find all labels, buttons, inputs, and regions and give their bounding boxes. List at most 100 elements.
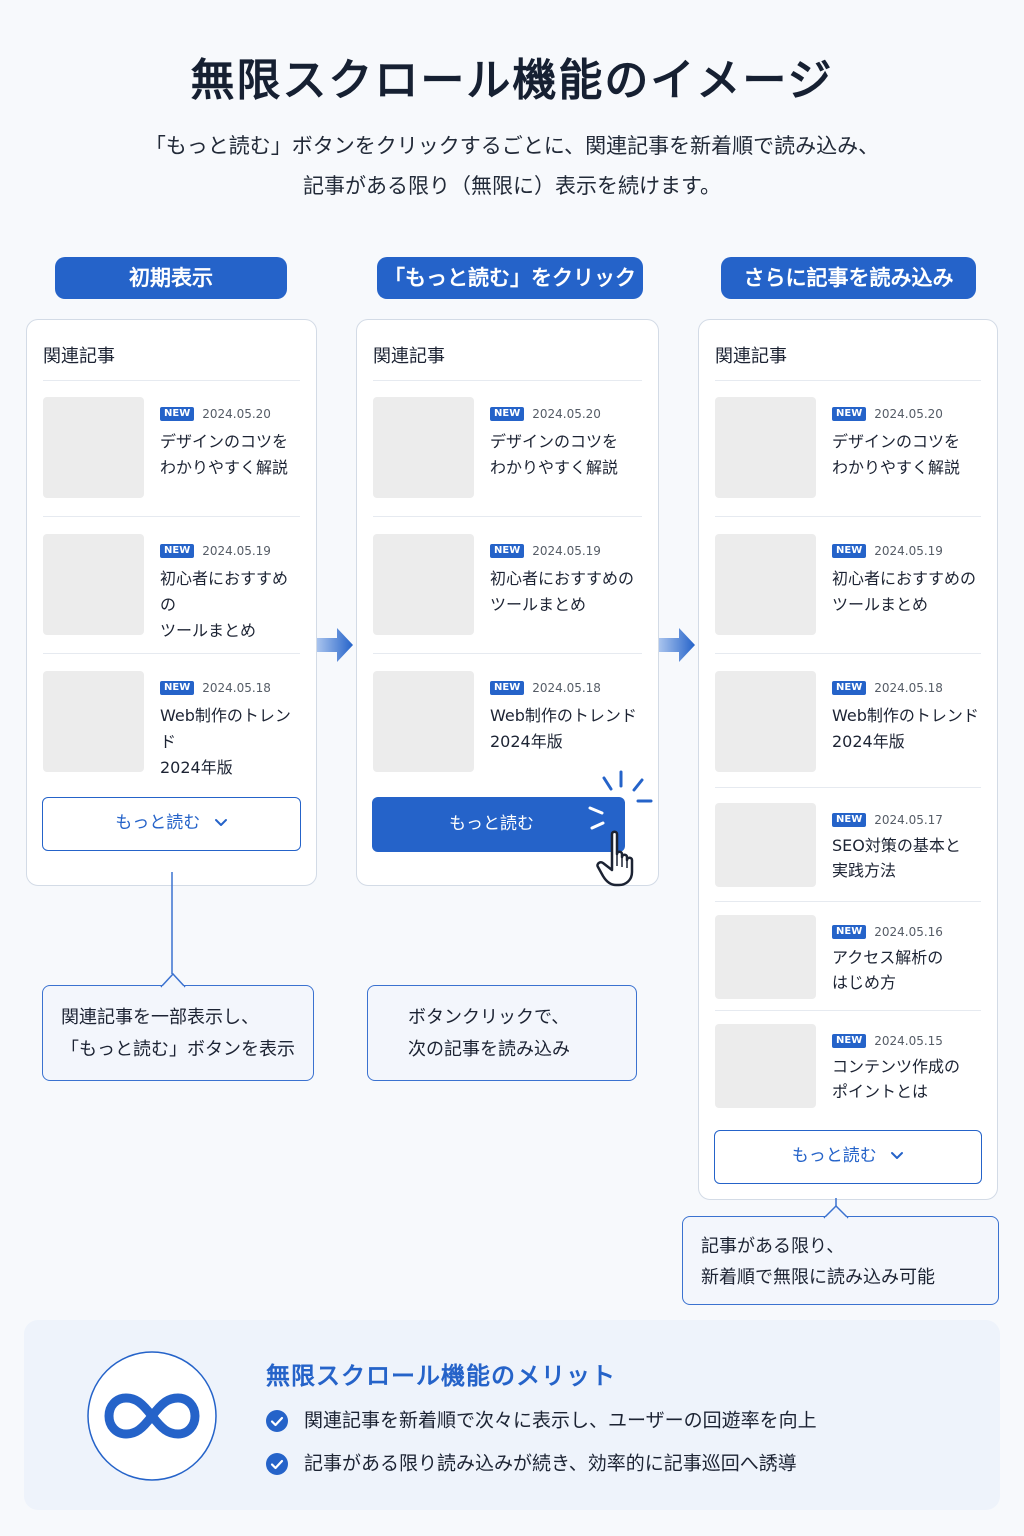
- callout-line: ボタンクリックで、: [408, 1007, 570, 1028]
- card-heading: 関連記事: [43, 346, 115, 367]
- arrow-right-icon: [659, 628, 695, 662]
- article-title-line: 初心者におすすめの: [160, 569, 289, 614]
- article-meta: NEW 2024.05.18: [160, 677, 271, 695]
- new-badge: NEW: [832, 924, 867, 939]
- article-thumbnail: [373, 534, 474, 635]
- article-title: SEO対策の基本と実践方法: [832, 833, 961, 883]
- divider: [373, 653, 642, 654]
- article-thumbnail: [373, 671, 474, 772]
- article-title-line: デザインのコツを: [832, 432, 961, 451]
- divider: [373, 516, 642, 517]
- article-meta: NEW 2024.05.19: [832, 540, 943, 558]
- divider: [43, 516, 300, 517]
- article-title-line: デザインのコツを: [160, 432, 289, 451]
- article-title-line: わかりやすく解説: [490, 458, 619, 477]
- article-thumbnail: [715, 915, 816, 999]
- article-thumbnail: [43, 534, 144, 635]
- article-date: 2024.05.20: [532, 406, 601, 421]
- article-date: 2024.05.19: [532, 543, 601, 558]
- subtitle-line: 「もっと読む」ボタンをクリックするごとに、関連記事を新着順で読み込み、: [144, 134, 880, 158]
- connector-line: [171, 872, 173, 974]
- read-more-label: もっと読む: [115, 813, 201, 833]
- article-title-line: ツールまとめ: [832, 595, 929, 614]
- connector-line: [835, 1198, 837, 1206]
- article-thumbnail: [715, 397, 816, 498]
- divider: [373, 380, 642, 381]
- read-more-button[interactable]: もっと読む: [42, 797, 301, 851]
- new-badge: NEW: [832, 812, 867, 827]
- subtitle-line: 記事がある限り（無限に）表示を続けます。: [303, 174, 721, 198]
- merit-text: 記事がある限り読み込みが続き、効率的に記事巡回へ誘導: [304, 1452, 797, 1475]
- callout-pointer: [823, 1204, 849, 1219]
- article-thumbnail: [715, 1024, 816, 1108]
- divider: [715, 516, 981, 517]
- new-badge: NEW: [160, 406, 195, 421]
- merit-text: 関連記事を新着順で次々に表示し、ユーザーの回遊率を向上: [304, 1409, 817, 1432]
- article-title-line: 2024年版: [832, 732, 905, 751]
- new-badge: NEW: [832, 406, 867, 421]
- article-title: デザインのコツをわかりやすく解説: [832, 429, 960, 481]
- new-badge: NEW: [490, 680, 525, 695]
- article-title-line: 初心者におすすめの: [832, 569, 977, 588]
- article-title-line: 2024年版: [490, 732, 563, 751]
- divider: [43, 380, 300, 381]
- new-badge: NEW: [832, 680, 867, 695]
- callout-initial: 関連記事を一部表示し、 「もっと読む」ボタンを表示: [42, 985, 314, 1081]
- article-title: 初心者におすすめのツールまとめ: [490, 566, 634, 618]
- arrow-right-icon: [317, 628, 353, 662]
- article-title: 初心者におすすめのツールまとめ: [832, 566, 976, 618]
- article-title: アクセス解析のはじめ方: [832, 945, 943, 995]
- divider: [715, 901, 981, 902]
- article-thumbnail: [373, 397, 474, 498]
- new-badge: NEW: [832, 543, 867, 558]
- article-meta: NEW 2024.05.18: [490, 677, 601, 695]
- callout-line: 「もっと読む」ボタンを表示: [61, 1039, 295, 1060]
- card-heading: 関連記事: [715, 346, 787, 367]
- read-more-button-active[interactable]: もっと読む: [372, 797, 625, 852]
- infinity-icon: [87, 1351, 217, 1481]
- article-title: コンテンツ作成のポイントとは: [832, 1054, 960, 1104]
- page-subtitle: 「もっと読む」ボタンをクリックするごとに、関連記事を新着順で読み込み、 記事があ…: [62, 126, 962, 206]
- new-badge: NEW: [490, 543, 525, 558]
- new-badge: NEW: [832, 1033, 867, 1048]
- article-title-line: Web制作のトレンド: [160, 706, 291, 751]
- article-date: 2024.05.18: [202, 680, 271, 695]
- article-date: 2024.05.20: [202, 406, 271, 421]
- article-title-line: ツールまとめ: [490, 595, 587, 614]
- article-item[interactable]: NEW 2024.05.19 初心者におすすめのツールまとめ: [373, 534, 642, 636]
- article-thumbnail: [715, 803, 816, 887]
- article-title-line: わかりやすく解説: [832, 458, 961, 477]
- article-title-line: デザインのコツを: [490, 432, 619, 451]
- article-date: 2024.05.15: [874, 1033, 943, 1048]
- article-item[interactable]: NEW 2024.05.20 デザインのコツをわかりやすく解説: [43, 397, 300, 499]
- article-item[interactable]: NEW 2024.05.15 コンテンツ作成のポイントとは: [715, 1024, 981, 1110]
- new-badge: NEW: [160, 543, 195, 558]
- article-title: デザインのコツをわかりやすく解説: [160, 429, 288, 481]
- chevron-down-icon: [214, 819, 227, 826]
- divider: [43, 653, 300, 654]
- card-heading: 関連記事: [373, 346, 445, 367]
- new-badge: NEW: [160, 680, 195, 695]
- divider: [715, 1010, 981, 1011]
- article-item[interactable]: NEW 2024.05.19 初心者におすすめのツールまとめ: [715, 534, 981, 636]
- article-title-line: ポイントとは: [832, 1082, 929, 1101]
- article-date: 2024.05.19: [874, 543, 943, 558]
- article-date: 2024.05.18: [532, 680, 601, 695]
- article-title-line: はじめ方: [832, 973, 897, 992]
- step-label-initial: 初期表示: [55, 257, 287, 299]
- read-more-button[interactable]: もっと読む: [714, 1130, 982, 1184]
